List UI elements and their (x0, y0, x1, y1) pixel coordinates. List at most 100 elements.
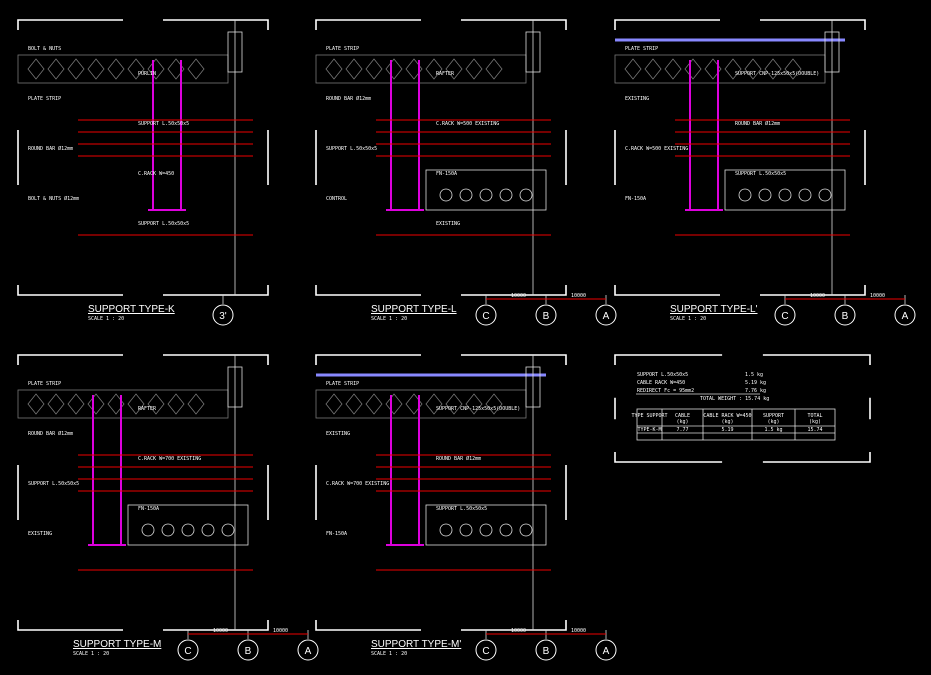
table-cell: 7.77 (676, 427, 688, 433)
grid-dimension: 10000 (571, 293, 586, 299)
annotation-label: SUPPORT CNP-125x50x5(DOUBLE) (436, 406, 520, 412)
frame-border (614, 19, 866, 296)
truss-web (385, 58, 403, 80)
annotation-label: PLATE STRIP (326, 46, 359, 52)
round-bar-hanger (88, 395, 126, 546)
truss-web (784, 58, 802, 80)
frame-border (17, 354, 269, 631)
panel-title: SUPPORT TYPE-L (371, 304, 457, 315)
table-header-unit: (kg) (721, 419, 733, 425)
truss-web (67, 58, 85, 80)
grid-bubble (535, 639, 557, 661)
annotation-label: ROUND BAR Ø12mm (28, 430, 73, 437)
truss-web (167, 58, 185, 80)
cable (459, 523, 473, 537)
truss-web (465, 58, 483, 80)
truss-web (664, 58, 682, 80)
grid-label: B (543, 646, 550, 657)
cable (519, 523, 533, 537)
truss-web (405, 58, 423, 80)
grid-bubble (475, 639, 497, 661)
truss-web (764, 58, 782, 80)
round-bar-hanger (148, 60, 186, 211)
annotation-label: BOLT & NUTS Ø12mm (28, 195, 79, 202)
grid-label: B (543, 311, 550, 322)
grid-dimension: 10000 (870, 293, 885, 299)
truss-web (47, 58, 65, 80)
truss-web (624, 58, 642, 80)
cable (479, 523, 493, 537)
cable (221, 523, 235, 537)
cable-rack (724, 169, 846, 211)
truss-web (107, 58, 125, 80)
annotation-label: RAFTER (138, 406, 157, 412)
truss-web (127, 393, 145, 415)
annotation-label: SUPPORT L.50x50x5 (436, 506, 487, 512)
grid-label: A (603, 311, 610, 322)
annotation-label: FN-150A (138, 506, 159, 512)
table-header: CABLE (675, 413, 690, 419)
weight-item: CABLE RACK W=450 (637, 380, 685, 386)
truss-web (87, 58, 105, 80)
cable (479, 188, 493, 202)
annotation-label: FN-150A (326, 531, 347, 537)
annotation-label: EXISTING (625, 96, 649, 102)
grid-bubble (774, 304, 796, 326)
panel-scale: SCALE 1 : 20 (88, 316, 124, 322)
cable (439, 188, 453, 202)
grid-dimension: 10000 (571, 628, 586, 634)
annotation-label: EXISTING (326, 431, 350, 437)
annotation-label: PLATE STRIP (28, 96, 61, 102)
frame-border (315, 354, 567, 631)
truss-web (365, 393, 383, 415)
table-header: TYPE SUPPORT (631, 413, 667, 419)
annotation-label: SUPPORT L.50x50x5 (326, 146, 377, 152)
grid-label: A (902, 311, 909, 322)
truss-web (127, 58, 145, 80)
cable (499, 188, 513, 202)
grid-bubble (595, 639, 617, 661)
annotation-label: PLATE STRIP (625, 46, 658, 52)
truss-web (485, 58, 503, 80)
truss-web (167, 393, 185, 415)
annotation-label: SUPPORT L.50x50x5 (28, 481, 79, 487)
grid-dimension: 10000 (511, 293, 526, 299)
grid-label: C (781, 311, 788, 322)
grid-bubble (475, 304, 497, 326)
annotation-label: C.RACK W=700 EXISTING (326, 481, 389, 487)
cable (778, 188, 792, 202)
frame-border (17, 19, 269, 296)
panel-scale: SCALE 1 : 20 (670, 316, 706, 322)
truss-web (385, 393, 403, 415)
cable (181, 523, 195, 537)
table-header-unit: (kg) (676, 419, 688, 425)
annotation-label: FN-150A (436, 171, 457, 177)
annotation-label: C.RACK W=450 (138, 171, 174, 177)
grid-bubble (834, 304, 856, 326)
table-cell: 15.74 (807, 427, 822, 433)
panel-title: SUPPORT TYPE-M (73, 639, 161, 650)
truss-web (325, 393, 343, 415)
grid-label: A (305, 646, 312, 657)
weight-item: SUPPORT L.50x50x5 (637, 372, 688, 378)
total-weight: TOTAL WEIGHT : 15.74 kg (700, 396, 769, 402)
annotation-label: SUPPORT L.50x50x5 (138, 121, 189, 127)
panel-title: SUPPORT TYPE-M' (371, 639, 461, 650)
cable (499, 523, 513, 537)
annotation-label: PLATE STRIP (326, 381, 359, 387)
cable (758, 188, 772, 202)
panel-title: SUPPORT TYPE-L' (670, 304, 758, 315)
cable (201, 523, 215, 537)
grid-bubble (177, 639, 199, 661)
annotation-label: PURLIN (138, 71, 156, 77)
truss-web (47, 393, 65, 415)
truss-web (684, 58, 702, 80)
cable (519, 188, 533, 202)
table-header-unit: (kg) (767, 419, 779, 425)
truss-web (485, 393, 503, 415)
weight-table (636, 408, 836, 441)
grid-label: C (184, 646, 191, 657)
